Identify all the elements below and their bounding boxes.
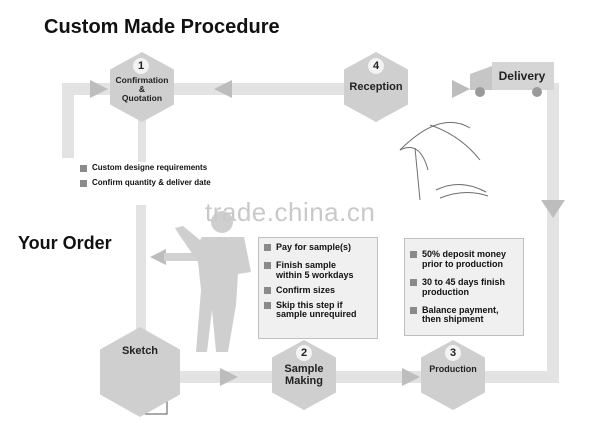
bullet-icon: [410, 251, 417, 258]
step-number-1: 1: [133, 58, 149, 74]
bullet-icon: [264, 261, 271, 269]
bullet-icon: [410, 278, 417, 286]
sample-item-text: Skip this step if sample unrequired: [276, 299, 357, 320]
list-item: Custom designe requirements: [80, 163, 211, 173]
sample-info-list: Pay for sample(s) Finish sample within 5…: [264, 242, 374, 321]
arrow-icon: [452, 80, 470, 98]
list-item: Pay for sample(s): [264, 242, 374, 253]
arrow-icon: [214, 80, 232, 98]
sample-item-text: Pay for sample(s): [276, 242, 352, 252]
bullet-icon: [80, 179, 87, 187]
diagram-title: Custom Made Procedure: [44, 16, 280, 38]
list-item: 50% deposit money prior to production: [410, 249, 520, 270]
arrow-icon: [402, 368, 420, 386]
your-order-label: Your Order: [18, 233, 112, 253]
requirement-text: Confirm quantity & deliver date: [92, 177, 211, 187]
production-info-box: [404, 238, 524, 336]
watermark: trade.china.cn: [205, 197, 376, 227]
production-item-text: Balance payment, then shipment: [422, 304, 499, 325]
list-item: Finish sample within 5 workdays: [264, 259, 374, 281]
bullet-icon: [80, 165, 87, 172]
step-number-2: 2: [296, 345, 312, 361]
step-label-reception: Reception: [349, 81, 403, 93]
list-item: 30 to 45 days finish production: [410, 276, 520, 298]
step-label-sample-making: Sample Making: [284, 363, 324, 387]
production-info-list: 50% deposit money prior to production 30…: [410, 249, 520, 326]
track-left-vertical: [62, 83, 74, 158]
arrow-icon: [541, 200, 565, 218]
step-label-production: Production: [429, 364, 477, 374]
bullet-icon: [264, 286, 271, 294]
track-sketch-up: [136, 205, 146, 343]
sample-item-text: Finish sample within 5 workdays: [276, 259, 354, 280]
bullet-icon: [410, 306, 417, 314]
truck-icon: [470, 62, 554, 97]
arrow-shaft: [164, 253, 202, 261]
bullet-icon: [264, 301, 271, 309]
track-step1-down: [138, 110, 146, 162]
production-item-text: 50% deposit money prior to production: [422, 249, 507, 269]
umbrella-icon: [399, 121, 489, 201]
step-label-confirmation: Confirmation & Quotation: [115, 75, 169, 103]
list-item: Confirm quantity & deliver date: [80, 177, 211, 188]
sample-info-box: [258, 237, 378, 339]
step-label-sketch: Sketch: [121, 345, 159, 357]
bullet-icon: [264, 244, 271, 251]
track-top-mid: [172, 83, 350, 95]
list-item: Confirm sizes: [264, 284, 374, 296]
arrow-icon: [90, 80, 108, 98]
arrow-icon: [220, 368, 238, 386]
person-silhouette-icon: [175, 211, 251, 352]
production-item-text: 30 to 45 days finish production: [422, 276, 506, 297]
step-number-4: 4: [368, 58, 384, 74]
track-right-top: [547, 83, 559, 383]
arrow-icon: [150, 249, 166, 265]
sample-item-text: Confirm sizes: [276, 284, 336, 295]
step-number-3: 3: [445, 345, 461, 361]
requirements-list: Custom designe requirements Confirm quan…: [80, 163, 211, 188]
step-label-delivery: Delivery: [498, 69, 546, 83]
list-item: Skip this step if sample unrequired: [264, 299, 374, 321]
list-item: Balance payment, then shipment: [410, 304, 520, 326]
requirement-text: Custom designe requirements: [92, 163, 208, 172]
